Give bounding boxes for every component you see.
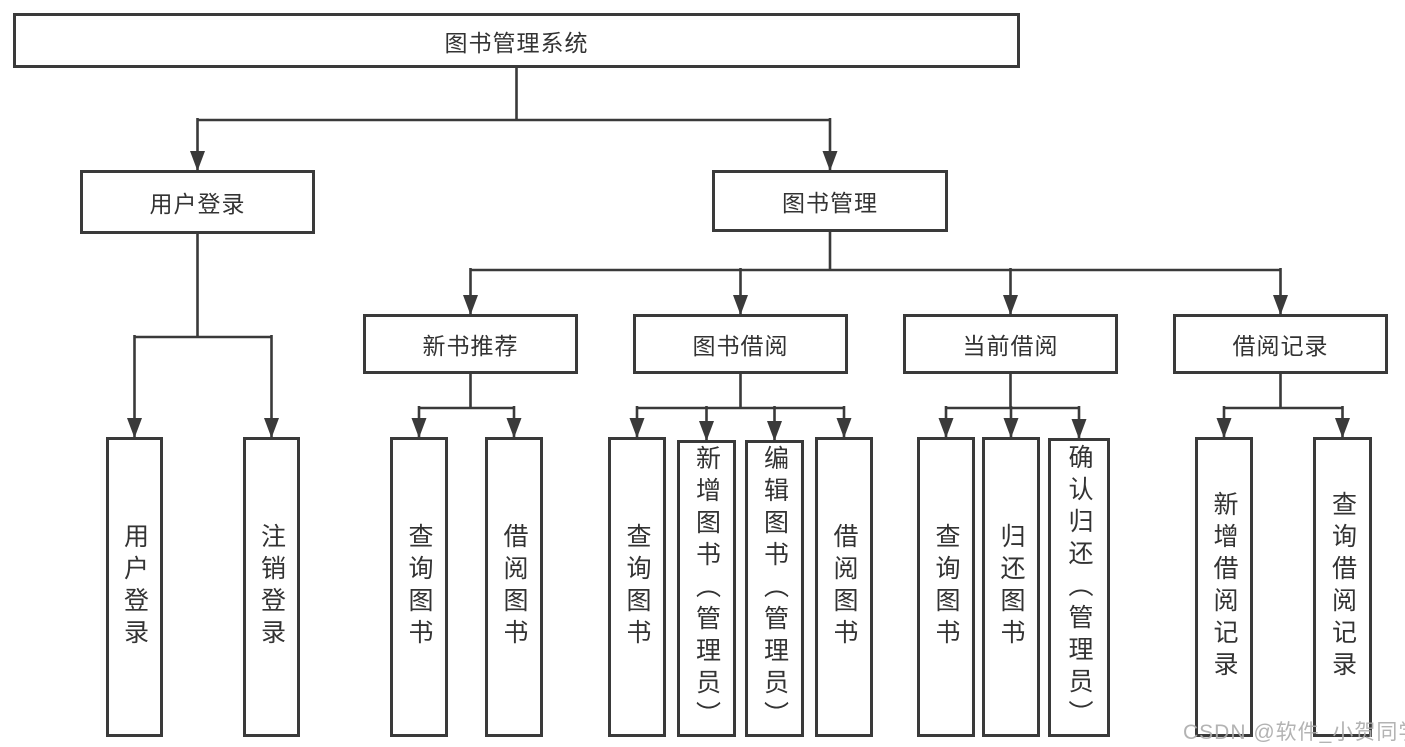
node-book-management-label: 图书管理 bbox=[782, 190, 878, 216]
leaf-borrow-books-borrowing: 借阅图书 bbox=[815, 437, 873, 737]
node-borrow-records: 借阅记录 bbox=[1173, 314, 1388, 374]
leaf-add-borrow-record-label: 新增借阅记录 bbox=[1210, 491, 1238, 683]
connector-arrows bbox=[127, 118, 1350, 441]
csdn-watermark: CSDN @软件_小贺同学 bbox=[1183, 721, 1405, 744]
leaf-user-login-label: 用户登录 bbox=[120, 523, 149, 651]
node-root-label: 图书管理系统 bbox=[444, 29, 589, 56]
node-borrow-records-label: 借阅记录 bbox=[1232, 333, 1329, 359]
leaf-query-books-current: 查询图书 bbox=[917, 437, 975, 737]
leaf-confirm-return-admin-label: 确认归还（管理员） bbox=[1065, 443, 1093, 732]
leaf-query-books-borrowing-label: 查询图书 bbox=[623, 523, 651, 651]
leaf-confirm-return-admin: 确认归还（管理员） bbox=[1048, 438, 1110, 737]
node-new-book-recommend-label: 新书推荐 bbox=[422, 333, 519, 359]
leaf-edit-book-admin-label: 编辑图书（管理员） bbox=[760, 444, 789, 733]
leaf-logout: 注销登录 bbox=[243, 437, 300, 737]
node-book-management: 图书管理 bbox=[712, 170, 948, 232]
leaf-add-book-admin-label: 新增图书（管理员） bbox=[692, 444, 721, 733]
leaf-borrow-books-borrowing-label: 借阅图书 bbox=[830, 523, 858, 651]
leaf-add-book-admin: 新增图书（管理员） bbox=[677, 440, 736, 737]
node-user-login: 用户登录 bbox=[80, 170, 315, 234]
leaf-return-books: 归还图书 bbox=[982, 437, 1040, 737]
leaf-borrow-books-recommend: 借阅图书 bbox=[485, 437, 543, 737]
node-book-borrowing: 图书借阅 bbox=[633, 314, 848, 374]
node-user-login-label: 用户登录 bbox=[149, 191, 246, 217]
node-book-borrowing-label: 图书借阅 bbox=[692, 333, 789, 359]
node-root: 图书管理系统 bbox=[13, 13, 1020, 68]
leaf-query-books-current-label: 查询图书 bbox=[932, 523, 960, 651]
leaf-query-books-recommend-label: 查询图书 bbox=[405, 523, 433, 651]
leaf-return-books-label: 归还图书 bbox=[997, 523, 1025, 651]
leaf-borrow-books-recommend-label: 借阅图书 bbox=[500, 523, 528, 651]
leaf-edit-book-admin: 编辑图书（管理员） bbox=[745, 440, 804, 737]
leaf-query-books-borrowing: 查询图书 bbox=[608, 437, 666, 737]
leaf-add-borrow-record: 新增借阅记录 bbox=[1195, 437, 1253, 737]
leaf-user-login: 用户登录 bbox=[106, 437, 163, 737]
leaf-query-books-recommend: 查询图书 bbox=[390, 437, 448, 737]
leaf-logout-label: 注销登录 bbox=[257, 523, 286, 651]
node-current-borrowing-label: 当前借阅 bbox=[962, 333, 1059, 359]
leaf-query-borrow-record-label: 查询借阅记录 bbox=[1328, 491, 1357, 683]
node-current-borrowing: 当前借阅 bbox=[903, 314, 1118, 374]
leaf-query-borrow-record: 查询借阅记录 bbox=[1313, 437, 1372, 737]
node-new-book-recommend: 新书推荐 bbox=[363, 314, 578, 374]
connector-trunks bbox=[134, 68, 1343, 410]
